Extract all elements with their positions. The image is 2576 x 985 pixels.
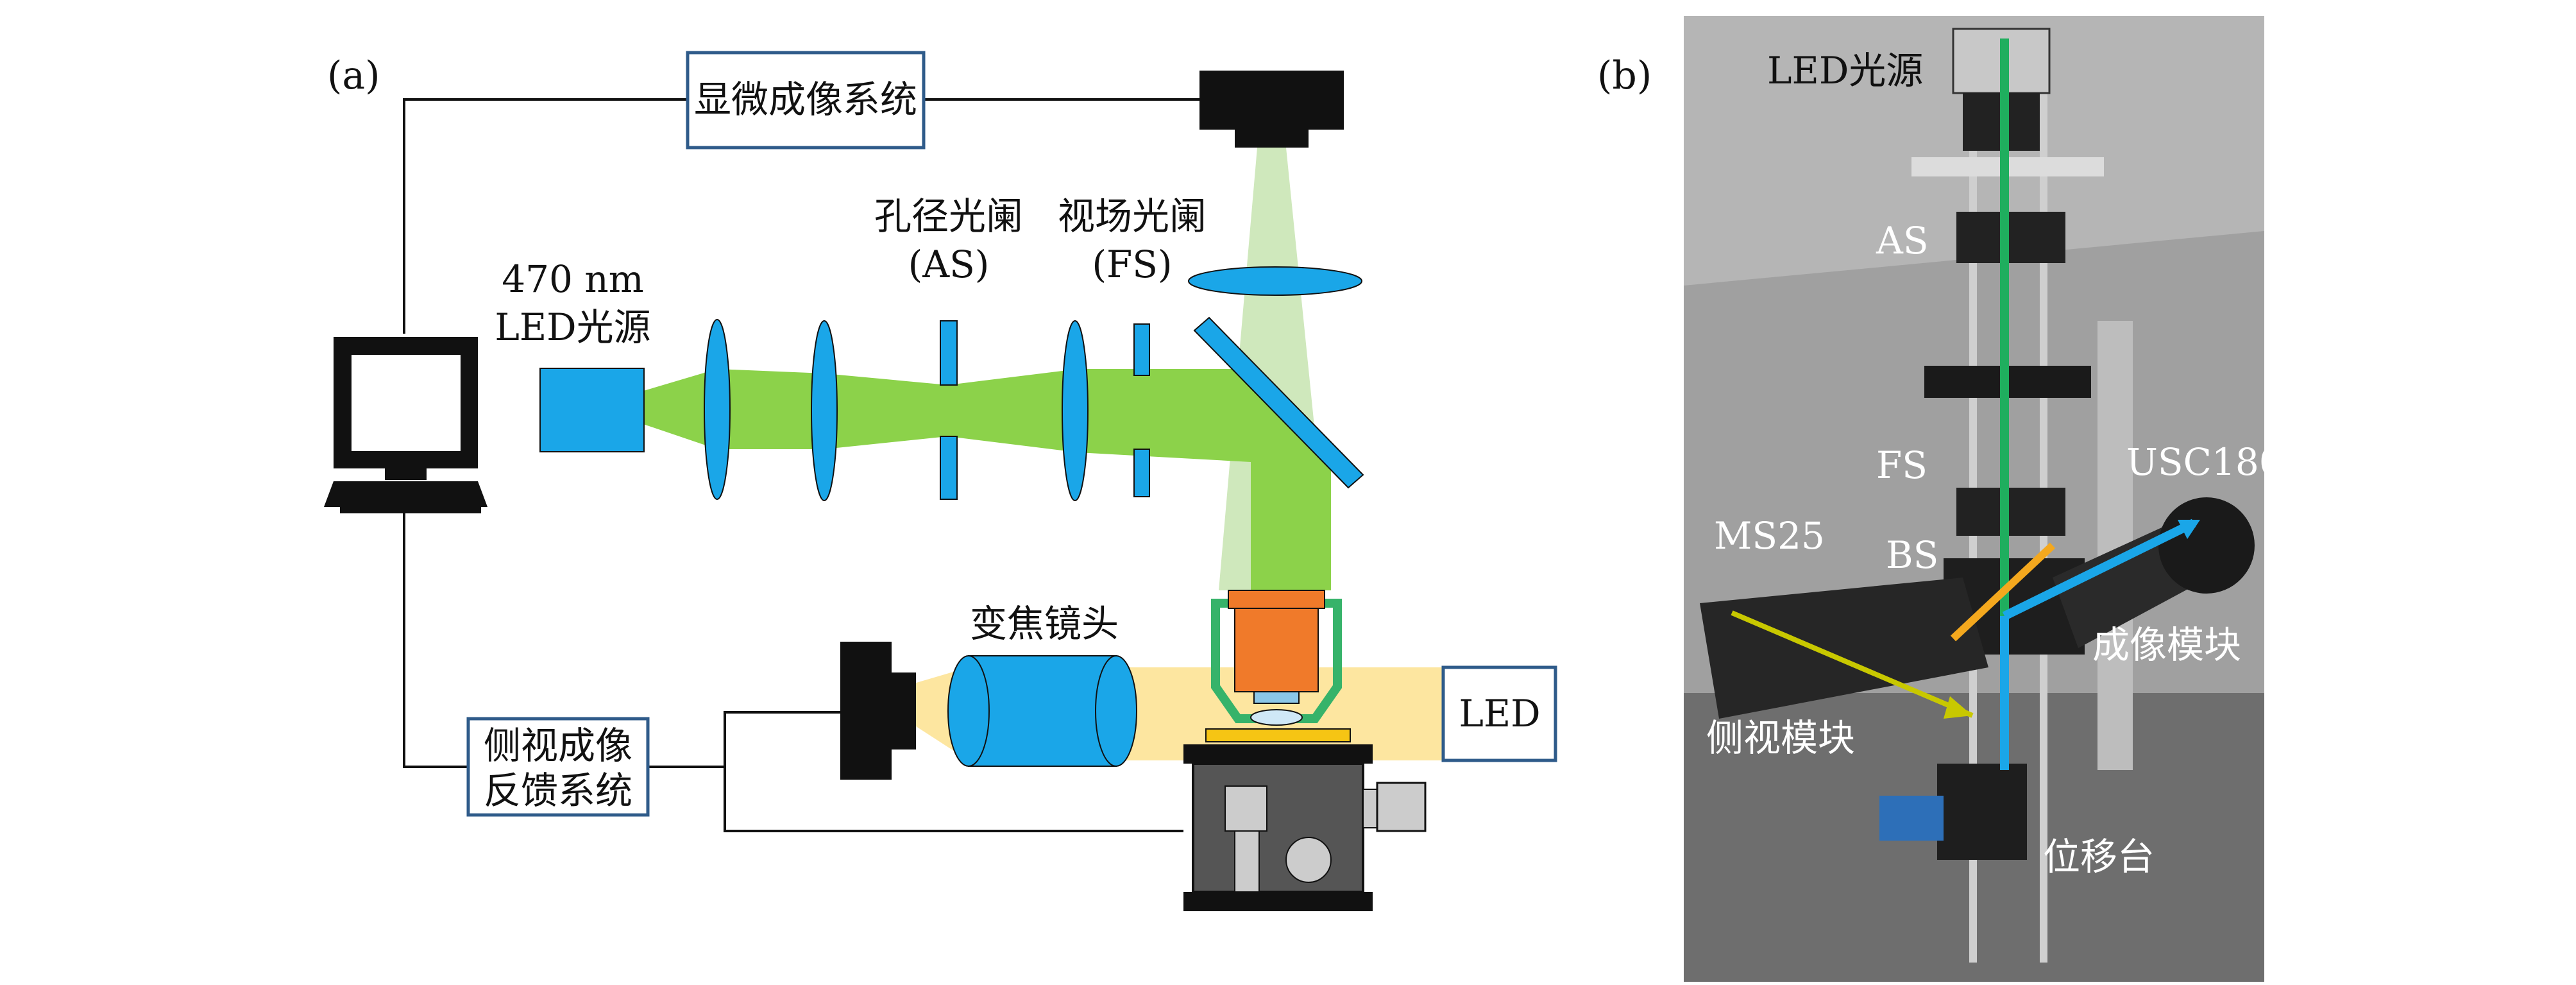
objective-assembly [1211,590,1342,726]
photo-fs-label: FS [1876,443,1928,487]
top-camera-icon [1199,71,1344,148]
side-led-box: LED [1441,665,1557,762]
side-view-beam-path [1731,610,1974,718]
collimating-lens-1 [704,319,731,500]
as-mount [1956,212,2065,263]
photo-imaging-module-label: 成像模块 [2092,623,2241,667]
wire-feedback-to-side-camera [648,711,840,768]
imaging-arrow-icon [2178,520,2200,539]
panel-a-tag: (a) [327,53,380,98]
aperture-stop-label-1: 孔径光阑 [874,194,1023,238]
zoom-lens-label: 变焦镜头 [970,602,1119,646]
field-stop: 视场光阑 (FS) [1058,194,1207,497]
sample-slide [1205,728,1351,742]
photo-stage-label: 位移台 [2043,835,2155,878]
photo-bs-label: BS [1886,533,1938,577]
beam-splitter-mark [1950,542,2056,642]
panel-b-photo: (b) LED光源 AS FS [1597,16,2283,982]
photo-ms25-label: MS25 [1714,514,1825,558]
stage-knob [1879,796,1944,841]
feedback-label-1: 侧视成像 [484,724,632,767]
side-camera-icon [840,642,916,780]
ms25-lens-body [1700,578,1988,719]
microscope-system-label: 显微成像系统 [694,78,917,121]
zoom-lens: 变焦镜头 [947,602,1137,767]
relay-lens [1062,320,1089,501]
microscope-imaging-system-box: 显微成像系统 [686,51,926,150]
photo-as-label: AS [1876,219,1929,262]
led-source-label-1: 470 nm [502,257,644,301]
stage-block [1937,764,2027,860]
photo-led-source-label: LED光源 [1767,49,1923,92]
panel-b-tag: (b) [1597,53,1652,98]
wire-feedback-to-stage [724,767,1183,832]
aperture-stop-label-2: (AS) [908,243,990,286]
photo-side-module-label: 侧视模块 [1706,716,1855,760]
field-stop-label-2: (FS) [1092,243,1172,286]
feedback-label-2: 反馈系统 [484,769,632,812]
wire-computer-to-feedback [403,510,468,768]
side-led-label: LED [1459,692,1540,735]
usc180-camera [2158,497,2255,594]
translation-stage [1183,744,1427,911]
blue-imaging-beam [2002,518,2196,621]
collimating-lens-2 [811,320,838,501]
side-view-arrow-icon [1944,696,1972,719]
panel-a-schematic: (a) 显微成像系统 [324,51,1557,911]
beam-splitter [1193,316,1364,489]
fs-mount [1956,488,2065,536]
aperture-stop: 孔径光阑 (AS) [874,194,1023,500]
photo-usc180-label: USC180 [2126,440,2283,484]
tube-lens [1188,266,1362,296]
led-source-label-2: LED光源 [495,305,650,349]
connection-wires [403,98,1199,832]
computer-icon [324,337,487,513]
led-source: 470 nm LED光源 [495,257,651,452]
side-feedback-system-box: 侧视成像 反馈系统 [466,717,650,817]
field-stop-label-1: 视场光阑 [1058,194,1207,238]
wire-computer-to-microscope [403,98,688,334]
